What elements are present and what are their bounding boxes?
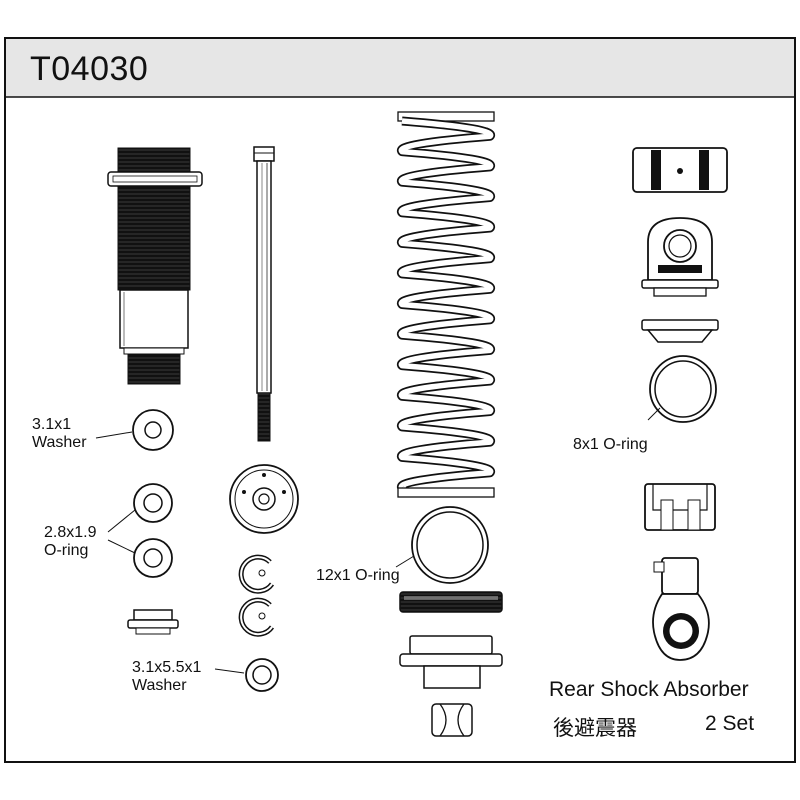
washer-large-size: 3.1x5.5x1 xyxy=(132,659,202,676)
coil-spring xyxy=(396,111,496,498)
spring-collar xyxy=(399,591,503,613)
shaft-bushing xyxy=(127,609,179,635)
oring-12-leader xyxy=(395,555,415,568)
washer-large-leader xyxy=(214,668,245,674)
product-name: Rear Shock Absorber xyxy=(549,678,749,701)
oring-small-label: 2.8x1.9 O-ring xyxy=(44,524,96,560)
washer-small-size: 3.1x1 xyxy=(32,416,72,433)
oring-small-2 xyxy=(133,538,173,578)
oring-12 xyxy=(411,506,489,584)
oring-small-leader-1 xyxy=(107,509,136,533)
washer-large-name: Washer xyxy=(132,677,187,694)
rod-end-eyelet xyxy=(652,557,710,661)
shock-piston xyxy=(229,464,299,534)
oring-small-name: O-ring xyxy=(44,542,89,559)
part-number-title: T04030 xyxy=(30,50,149,88)
oring-8-label: 8x1 O-ring xyxy=(573,436,648,453)
shock-shaft xyxy=(253,146,275,442)
washer-small-label: 3.1x1 Washer xyxy=(32,416,87,452)
rod-end-lower xyxy=(431,703,473,737)
spring-cup-lower xyxy=(399,635,503,689)
oring-12-label: 12x1 O-ring xyxy=(316,567,400,584)
oring-small-1 xyxy=(133,483,173,523)
e-clip-2 xyxy=(238,597,275,637)
washer-small-leader xyxy=(95,431,133,439)
washer-large xyxy=(245,658,279,692)
oring-8 xyxy=(649,355,717,423)
washer-small xyxy=(132,409,174,451)
cap-insert xyxy=(641,319,719,343)
header-bar xyxy=(6,39,794,97)
oring-small-size: 2.8x1.9 xyxy=(44,524,97,541)
shock-cap xyxy=(632,147,728,193)
washer-large-label: 3.1x5.5x1 Washer xyxy=(132,659,201,695)
spring-perch xyxy=(644,483,716,531)
oring-small-leader-2 xyxy=(107,539,136,554)
shock-body xyxy=(107,147,203,385)
product-quantity: 2 Set xyxy=(705,712,755,735)
product-name-cjk: 後避震器 xyxy=(553,716,637,740)
shock-top-mount xyxy=(641,217,719,297)
washer-small-name: Washer xyxy=(32,434,87,451)
e-clip-1 xyxy=(238,554,275,594)
oring-8-leader xyxy=(647,407,661,421)
